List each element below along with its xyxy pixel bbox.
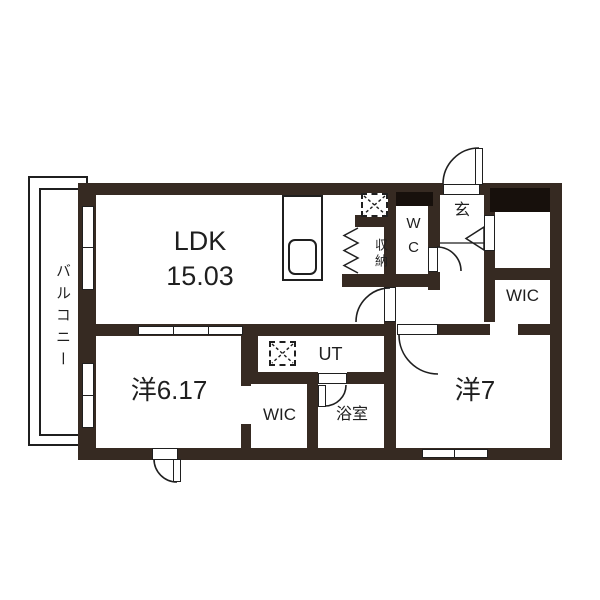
ldk-size-label: 15.03: [166, 261, 234, 291]
wall-storage-bottom: [342, 274, 440, 287]
wall-ut-bottom-west: [248, 372, 318, 384]
wall-vertical-main: [384, 193, 396, 460]
wic-right-label: WIC: [505, 286, 540, 305]
bath-door-leaf: [318, 385, 326, 407]
ut-label: UT: [318, 344, 343, 364]
wall-mid-east-a: [438, 324, 490, 335]
shoe-closet-door-triangle-icon: [464, 225, 485, 252]
wc-door-leaf: [428, 247, 438, 272]
entrance-door-gap: [443, 184, 480, 195]
bath-label: 浴室: [335, 406, 368, 423]
window-left-upper-2: [82, 247, 94, 290]
bedroom2-label: 洋7: [454, 375, 496, 405]
ldk-label: LDK: [173, 226, 227, 256]
refrigerator-space: [361, 193, 388, 217]
wc-label-c: C: [408, 239, 419, 256]
wall-bottom: [78, 448, 562, 460]
wall-top-west: [78, 183, 443, 195]
wall-bath-divider: [307, 384, 318, 460]
window-bottom-2: [454, 449, 488, 458]
wc-label-w: W: [406, 215, 421, 232]
wc-label: W C: [398, 212, 429, 260]
wall-bedroom1-divider: [241, 324, 251, 386]
bottom-door-leaf: [173, 459, 181, 482]
entrance-door-arc: [442, 147, 480, 185]
sliding-panel-2: [173, 326, 209, 335]
window-left-upper-1: [82, 206, 94, 248]
washer-space: [269, 341, 296, 366]
bedroom1-label: 洋6.17: [130, 375, 208, 405]
wall-wc-right-upper: [428, 193, 440, 247]
shoe-cabinet: [490, 188, 550, 212]
wc-door-arc: [436, 246, 462, 272]
window-left-lower-1: [82, 363, 94, 396]
entrance-door-leaf: [475, 148, 483, 185]
wall-storage-top: [355, 215, 396, 227]
wall-entrance-right: [484, 183, 495, 322]
wall-bedroom1-stub: [241, 424, 251, 460]
wc-top-cabinet: [396, 192, 433, 206]
bath-door-arc: [324, 384, 347, 407]
storage-folding-door-icon: [342, 227, 360, 274]
bath-door-gap: [318, 373, 347, 384]
window-left-lower-2: [82, 395, 94, 428]
wall-right: [550, 183, 562, 460]
wall-mid-east-b: [518, 324, 550, 335]
entrance-label: 玄: [453, 202, 470, 219]
shoe-closet-door-leaf: [484, 215, 495, 251]
bedroom2-door-leaf: [397, 324, 438, 335]
storage-label: 収納: [373, 238, 388, 270]
wall-ut-bottom-east: [347, 372, 384, 384]
sliding-panel-1: [138, 326, 174, 335]
balcony-label: バルコニー: [54, 263, 71, 373]
sliding-panel-3: [208, 326, 243, 335]
window-bottom-1: [422, 449, 455, 458]
wic-small-label: WIC: [262, 405, 297, 424]
kitchen-sink: [288, 239, 317, 275]
wall-under-shoe-closet: [484, 268, 550, 280]
ldk-door-leaf: [384, 287, 396, 322]
bedroom2-door-arc: [398, 334, 439, 375]
